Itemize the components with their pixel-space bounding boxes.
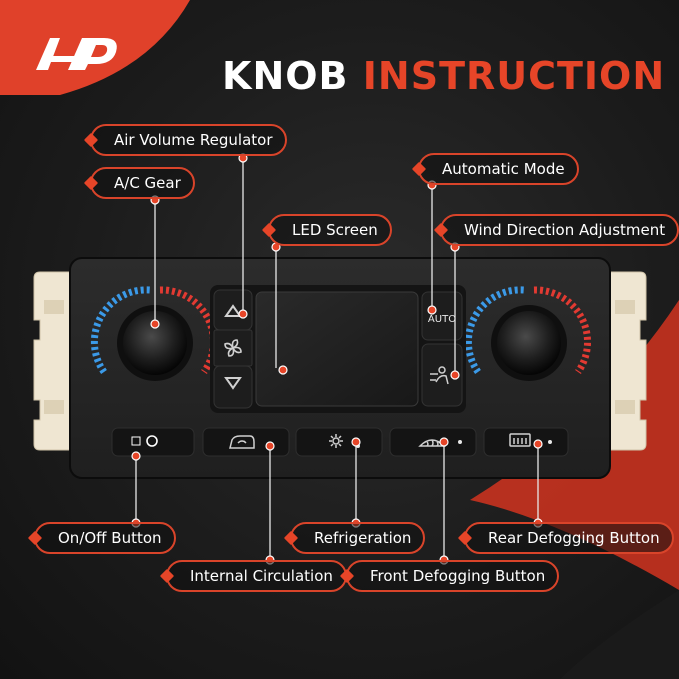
- power-mark-icon: [131, 436, 141, 446]
- callout-on-off: On/Off Button: [27, 522, 176, 554]
- callout-front-defog: Front Defogging Button: [339, 560, 560, 592]
- on-off-button[interactable]: [111, 427, 195, 457]
- led-screen: [255, 291, 419, 407]
- brand-logo-icon: [36, 38, 117, 70]
- fan-icon: [224, 339, 242, 357]
- arrow-up-icon: [224, 304, 242, 317]
- callout-air-volume-regulator: Air Volume Regulator: [83, 124, 287, 156]
- rear-defrost-icon: [509, 433, 531, 447]
- indicator-light: [356, 444, 360, 448]
- airflow-person-icon: [430, 366, 449, 385]
- callout-ac-gear-label: A/C Gear: [114, 174, 181, 192]
- callout-on-off-label: On/Off Button: [58, 529, 162, 547]
- page-title: KNOB INSTRUCTION: [222, 54, 665, 98]
- callout-wind-direction: Wind Direction Adjustment: [433, 214, 679, 246]
- callout-automatic-mode: Automatic Mode: [411, 153, 579, 185]
- arrow-down-icon: [224, 377, 242, 390]
- ac-gear-knob[interactable]: [123, 311, 187, 375]
- fan-up-button[interactable]: [213, 289, 253, 331]
- indicator-light: [548, 440, 552, 444]
- callout-rear-defog-label: Rear Defogging Button: [488, 529, 660, 547]
- callout-automatic-mode-label: Automatic Mode: [442, 160, 565, 178]
- corner-accent: [0, 0, 190, 95]
- callout-refrigeration: Refrigeration: [283, 522, 426, 554]
- callout-led-screen-label: LED Screen: [292, 221, 378, 239]
- recirculation-icon: [229, 435, 255, 449]
- title-word-instruction: INSTRUCTION: [362, 54, 666, 98]
- right-mounting-bracket: [606, 271, 647, 451]
- callout-led-screen: LED Screen: [261, 214, 392, 246]
- callout-wind-direction-label: Wind Direction Adjustment: [464, 221, 666, 239]
- indicator-light: [458, 440, 462, 444]
- auto-button-label: AUTO: [428, 314, 456, 325]
- snowflake-icon: [329, 434, 343, 448]
- callout-internal-circulation: Internal Circulation: [159, 560, 347, 592]
- title-word-knob: KNOB: [222, 54, 349, 98]
- wind-direction-button[interactable]: [421, 343, 463, 407]
- callout-front-defog-label: Front Defogging Button: [370, 567, 546, 585]
- right-temperature-knob[interactable]: [497, 311, 561, 375]
- left-mounting-bracket: [33, 271, 73, 451]
- callout-internal-circulation-label: Internal Circulation: [190, 567, 333, 585]
- callout-ac-gear: A/C Gear: [83, 167, 195, 199]
- callout-refrigeration-label: Refrigeration: [314, 529, 412, 547]
- callout-rear-defog: Rear Defogging Button: [457, 522, 674, 554]
- callout-air-volume-label: Air Volume Regulator: [114, 131, 273, 149]
- off-circle-icon: [146, 435, 158, 447]
- indicator-light: [270, 444, 274, 448]
